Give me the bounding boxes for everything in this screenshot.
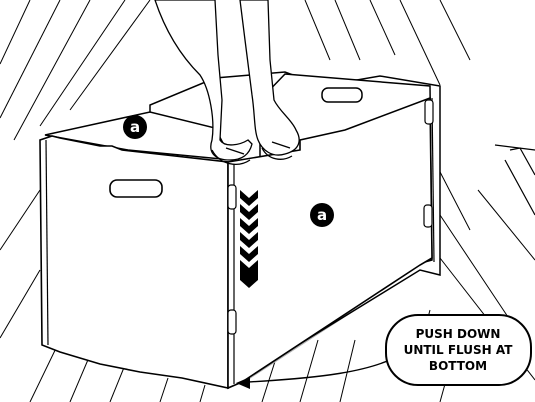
front-handle-slot	[110, 180, 162, 197]
part-label-side: a	[310, 203, 334, 227]
part-label-top-text: a	[130, 118, 140, 136]
callout-bubble: PUSH DOWN UNTIL FLUSH AT BOTTOM	[386, 315, 531, 385]
callout-line-3: BOTTOM	[429, 359, 487, 373]
back-handle-slot	[322, 88, 362, 102]
callout-line-1: PUSH DOWN	[416, 327, 501, 341]
part-label-side-text: a	[317, 206, 327, 224]
front-panel	[40, 136, 228, 388]
background-object	[495, 145, 535, 215]
callout-line-2: UNTIL FLUSH AT	[404, 343, 514, 357]
part-label-top: a	[123, 115, 147, 139]
